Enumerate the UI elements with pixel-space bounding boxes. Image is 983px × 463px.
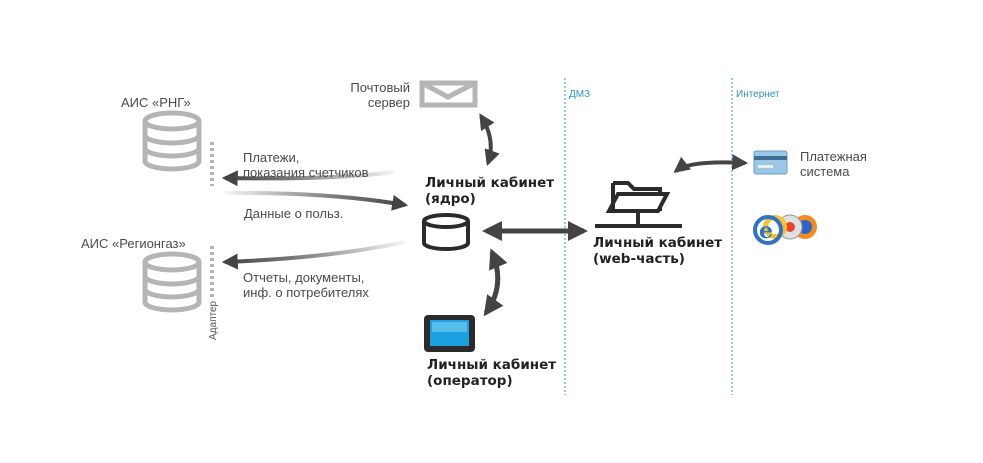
folder-network-icon bbox=[595, 181, 682, 228]
operator-label-line1: Личный кабинет bbox=[427, 357, 557, 373]
reports-flow-label: Отчеты, документы, инф. о потребителях bbox=[243, 270, 369, 300]
ais-regiongaz-label: АИС «Регионгаз» bbox=[81, 236, 186, 251]
reports-flow-label-line1: Отчеты, документы, bbox=[243, 270, 365, 285]
credit-card-icon bbox=[753, 150, 788, 175]
mail-server-label-line1: Почтовый bbox=[350, 80, 410, 95]
database-icon bbox=[142, 110, 202, 172]
core-label-line1: Личный кабинет bbox=[425, 175, 555, 191]
database-icon bbox=[142, 251, 202, 313]
payments-flow-label-line1: Платежи, bbox=[243, 150, 300, 165]
web-payment-arrow bbox=[673, 154, 749, 173]
core-label: Личный кабинет (ядро) bbox=[425, 175, 554, 207]
web-part-label-line2: (web-часть) bbox=[593, 251, 685, 267]
ais-rng-label: АИС «РНГ» bbox=[121, 95, 191, 110]
payments-flow-label-line2: показания счетчиков bbox=[243, 165, 369, 180]
operator-label-line2: (оператор) bbox=[427, 373, 513, 389]
mail-core-arrow bbox=[479, 113, 500, 167]
core-label-line2: (ядро) bbox=[425, 191, 476, 207]
core-operator-arrow bbox=[483, 248, 508, 317]
envelope-icon bbox=[419, 80, 478, 108]
monitor-icon bbox=[424, 315, 475, 352]
database-icon bbox=[422, 213, 470, 251]
payments-flow-label: Платежи, показания счетчиков bbox=[243, 150, 369, 180]
mail-server-label: Почтовый сервер bbox=[320, 80, 410, 110]
payment-system-label-line2: система bbox=[800, 164, 850, 179]
web-part-label: Личный кабинет (web-часть) bbox=[593, 235, 722, 267]
flow-arrow-payments bbox=[221, 170, 396, 187]
adapter-label: Адаптер bbox=[208, 300, 219, 340]
flow-arrow-user-data bbox=[224, 190, 409, 211]
dmz-zone-label: ДМЗ bbox=[569, 89, 591, 100]
operator-label: Личный кабинет (оператор) bbox=[427, 357, 556, 389]
svg-text:e: e bbox=[759, 218, 773, 244]
payment-system-label-line1: Платежная bbox=[800, 149, 867, 164]
internet-zone-label: Интернет bbox=[736, 89, 780, 100]
mail-server-label-line2: сервер bbox=[367, 95, 410, 110]
payment-system-label: Платежная система bbox=[800, 149, 867, 179]
user-data-flow-label: Данные о польз. bbox=[244, 206, 344, 221]
reports-flow-label-line2: инф. о потребителях bbox=[243, 285, 369, 300]
web-part-label-line1: Личный кабинет bbox=[593, 235, 723, 251]
flow-arrow-reports bbox=[221, 240, 406, 270]
browser-logos-icon: e bbox=[753, 214, 817, 245]
